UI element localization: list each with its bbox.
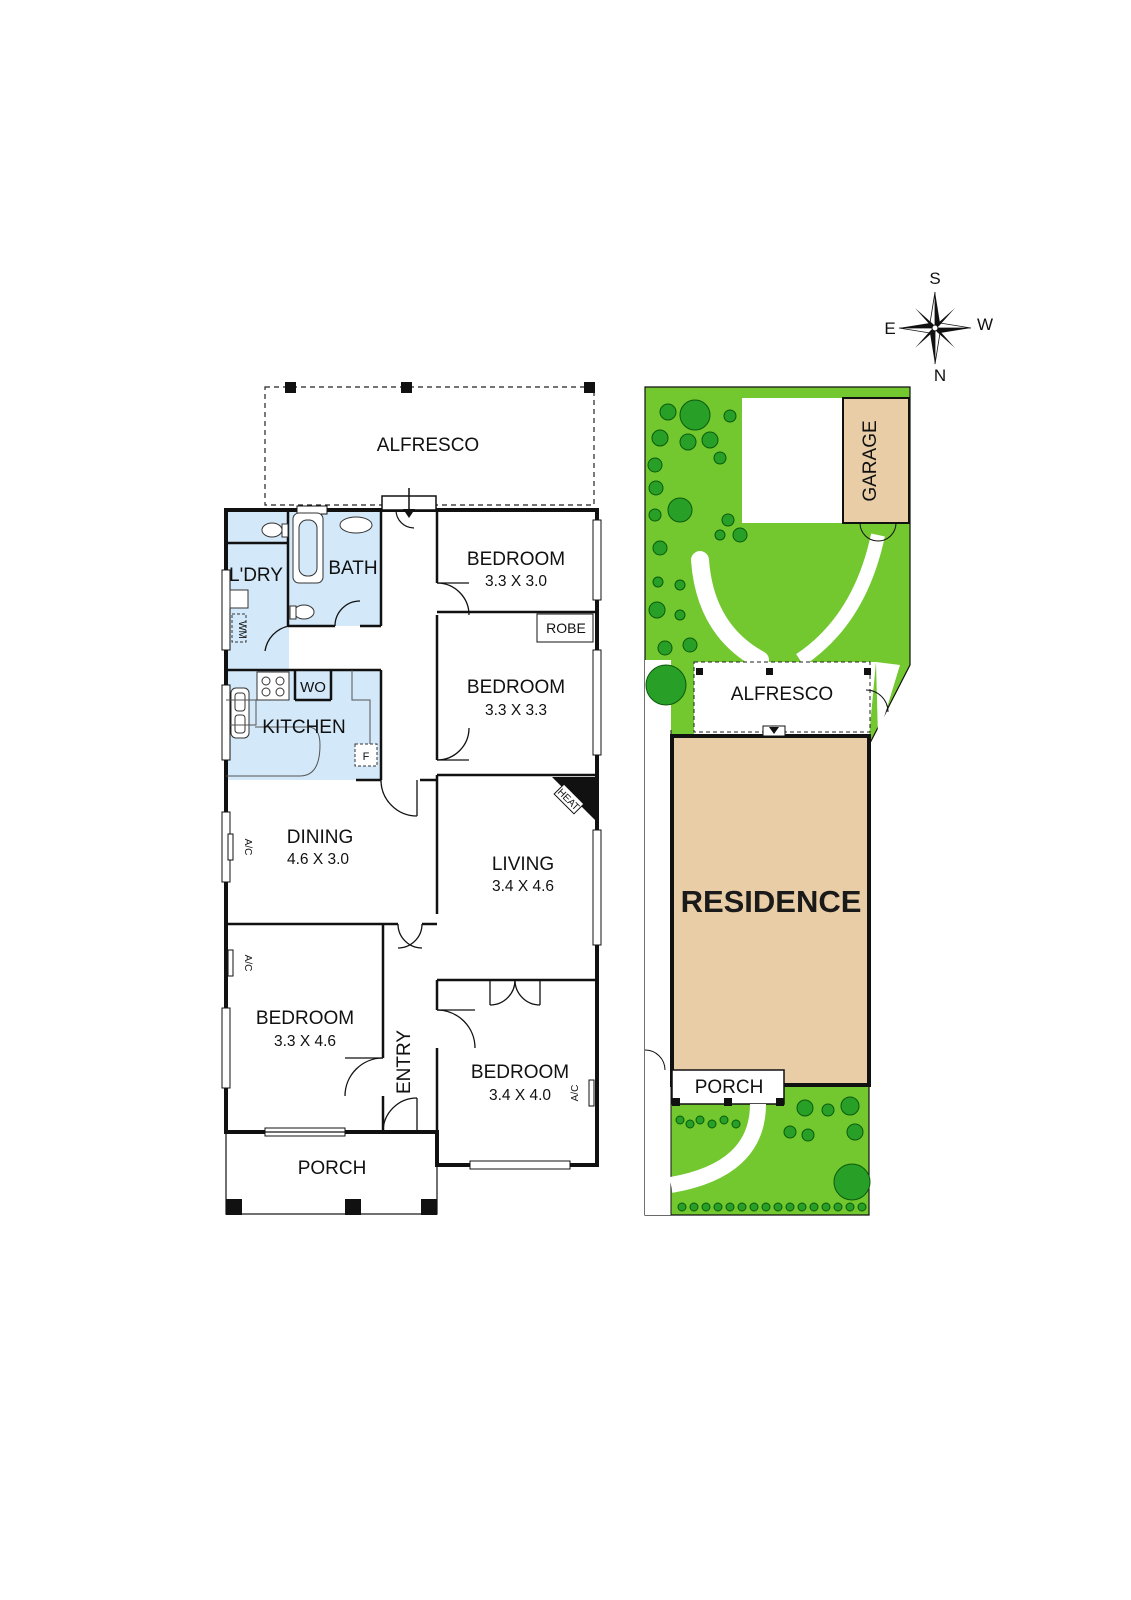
basin [339,516,373,534]
garden-path [796,533,885,666]
bedroom-front-left-size: 3.3 X 4.6 [274,1033,336,1050]
compass-bottom: N [934,366,946,385]
compass-top: S [929,269,940,288]
cooktop [256,671,290,701]
bedroom-rear-label: BEDROOM [467,549,565,570]
living-label: LIVING [492,854,554,875]
alfresco-outline [264,386,595,506]
bath-label: BATH [328,558,377,579]
site-plan: GARAGE RESIDENCE ALFRESCO PORCH [644,386,911,1216]
compass-rose: S E W N [884,269,993,385]
laundry-label: L'DRY [229,565,283,586]
bedroom-rear-size: 3.3 X 3.0 [485,573,547,590]
entry-label: ENTRY [394,1030,415,1094]
laundry-trough [229,589,249,609]
alfresco-post [285,382,296,393]
ac-label: A/C [570,1085,581,1102]
laundry-floor [226,626,289,670]
site-alfresco-area [694,662,876,737]
living-size: 3.4 X 4.6 [492,878,554,895]
floor-plan: ALFRESCO [221,382,602,1215]
wo-label: WO [300,679,326,696]
fridge-space [354,743,378,767]
fixtures [226,512,594,777]
toilet [293,604,315,620]
bedroom-front-left-label: BEDROOM [256,1008,354,1029]
alfresco-post [401,382,412,393]
dining-label: DINING [287,827,354,848]
ac-label: A/C [242,955,253,972]
kitchen-label: KITCHEN [262,717,345,738]
robe-box [536,613,594,643]
compass-right: W [977,315,993,334]
dining-size: 4.6 X 3.0 [287,851,349,868]
site-porch-label: PORCH [695,1077,764,1098]
garage [842,397,910,524]
hedges [675,1115,867,1212]
front-porch [225,1131,438,1215]
bedroom-middle-size: 3.3 X 3.3 [485,702,547,719]
garden-path [691,551,769,669]
alfresco-post [584,382,595,393]
washing-machine [231,613,247,643]
bedroom-middle-label: BEDROOM [467,677,565,698]
bedroom-front-right-size: 3.4 X 4.0 [489,1087,551,1104]
alfresco-label: ALFRESCO [377,435,479,456]
porch-label: PORCH [298,1158,367,1179]
trees [645,399,871,1201]
wm-label: WM [236,621,247,639]
driveway [742,398,844,523]
interior-walls [226,510,597,1165]
side-path [645,660,671,1215]
ac-units [227,833,595,1107]
laundry-toilet [261,522,283,538]
fridge-label: F [363,751,370,763]
site-alfresco-label: ALFRESCO [731,684,833,705]
doors [264,582,541,1133]
bedroom-front-right-label: BEDROOM [471,1062,569,1083]
compass-icon [898,291,972,365]
compass-left: E [884,319,895,338]
ac-label: A/C [242,839,253,856]
front-path [669,1103,766,1193]
residence-label: RESIDENCE [681,884,862,919]
robe-label: ROBE [546,620,586,636]
garage-label: GARAGE [860,420,881,501]
arrow-down-icon [403,509,415,518]
